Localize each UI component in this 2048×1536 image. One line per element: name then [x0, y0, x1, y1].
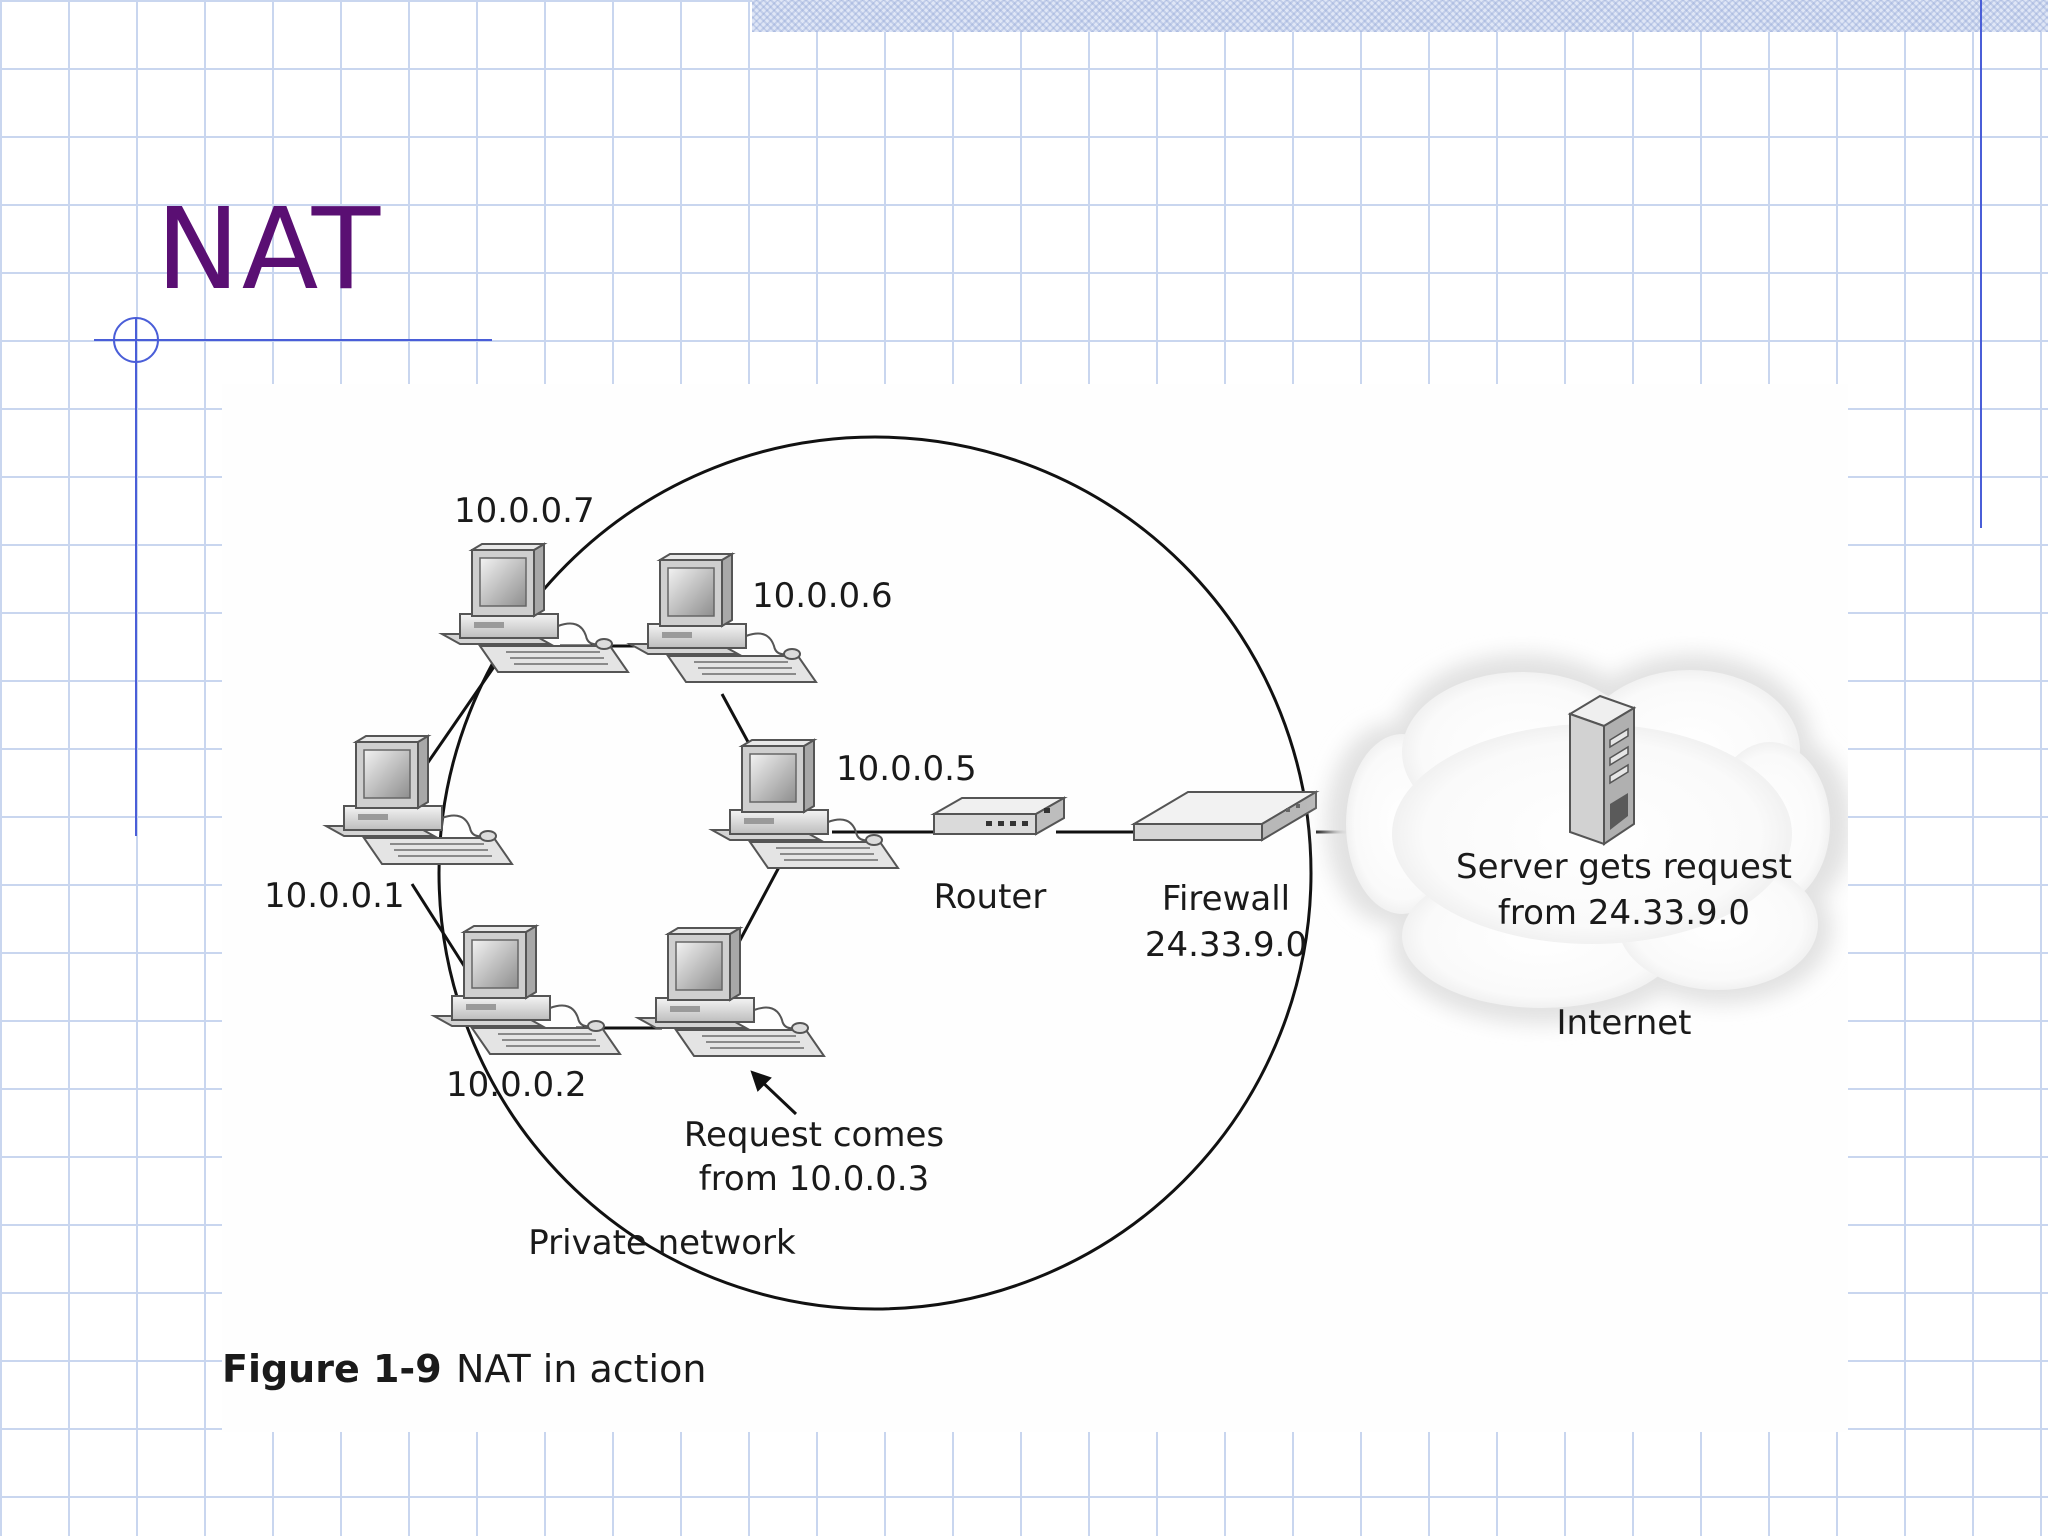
request-arrow — [750, 1070, 798, 1116]
private-network-label: Private network — [528, 1223, 796, 1263]
private-network-boundary — [437, 435, 1313, 1311]
firewall-label: Firewall — [1162, 879, 1290, 919]
computer-10-0-0-2 — [433, 925, 621, 1055]
header-pattern-band — [752, 0, 2048, 32]
firewall-icon — [1130, 790, 1320, 842]
host-label-10-0-0-5: 10.0.0.5 — [836, 749, 977, 789]
computer-10-0-0-6 — [629, 553, 817, 683]
computer-10-0-0-7 — [441, 543, 629, 673]
server-note-line1: Server gets request — [1456, 847, 1792, 887]
server-note-line2: from 24.33.9.0 — [1498, 893, 1750, 933]
router-icon — [930, 796, 1068, 836]
nat-figure: 10.0.0.7 10.0.0.6 10.0.0.5 10.0.0.1 10.0… — [222, 384, 1848, 1432]
host-label-10-0-0-7: 10.0.0.7 — [454, 491, 595, 531]
host-label-10-0-0-2: 10.0.0.2 — [446, 1065, 587, 1105]
host-label-10-0-0-6: 10.0.0.6 — [752, 576, 893, 616]
host-label-10-0-0-1: 10.0.0.1 — [264, 876, 405, 916]
request-note-line2: from 10.0.0.3 — [699, 1159, 930, 1199]
slide-title: NAT — [156, 185, 383, 315]
figure-caption-text: NAT in action — [456, 1347, 706, 1391]
server-icon — [1567, 694, 1637, 846]
computer-10-0-0-3 — [637, 927, 825, 1057]
figure-caption-label: Figure 1-9 — [222, 1347, 442, 1391]
router-label: Router — [934, 877, 1047, 917]
firewall-address: 24.33.9.0 — [1145, 925, 1307, 965]
computer-10-0-0-1 — [325, 735, 513, 865]
request-note-line1: Request comes — [684, 1115, 944, 1155]
internet-label: Internet — [1556, 1003, 1691, 1043]
